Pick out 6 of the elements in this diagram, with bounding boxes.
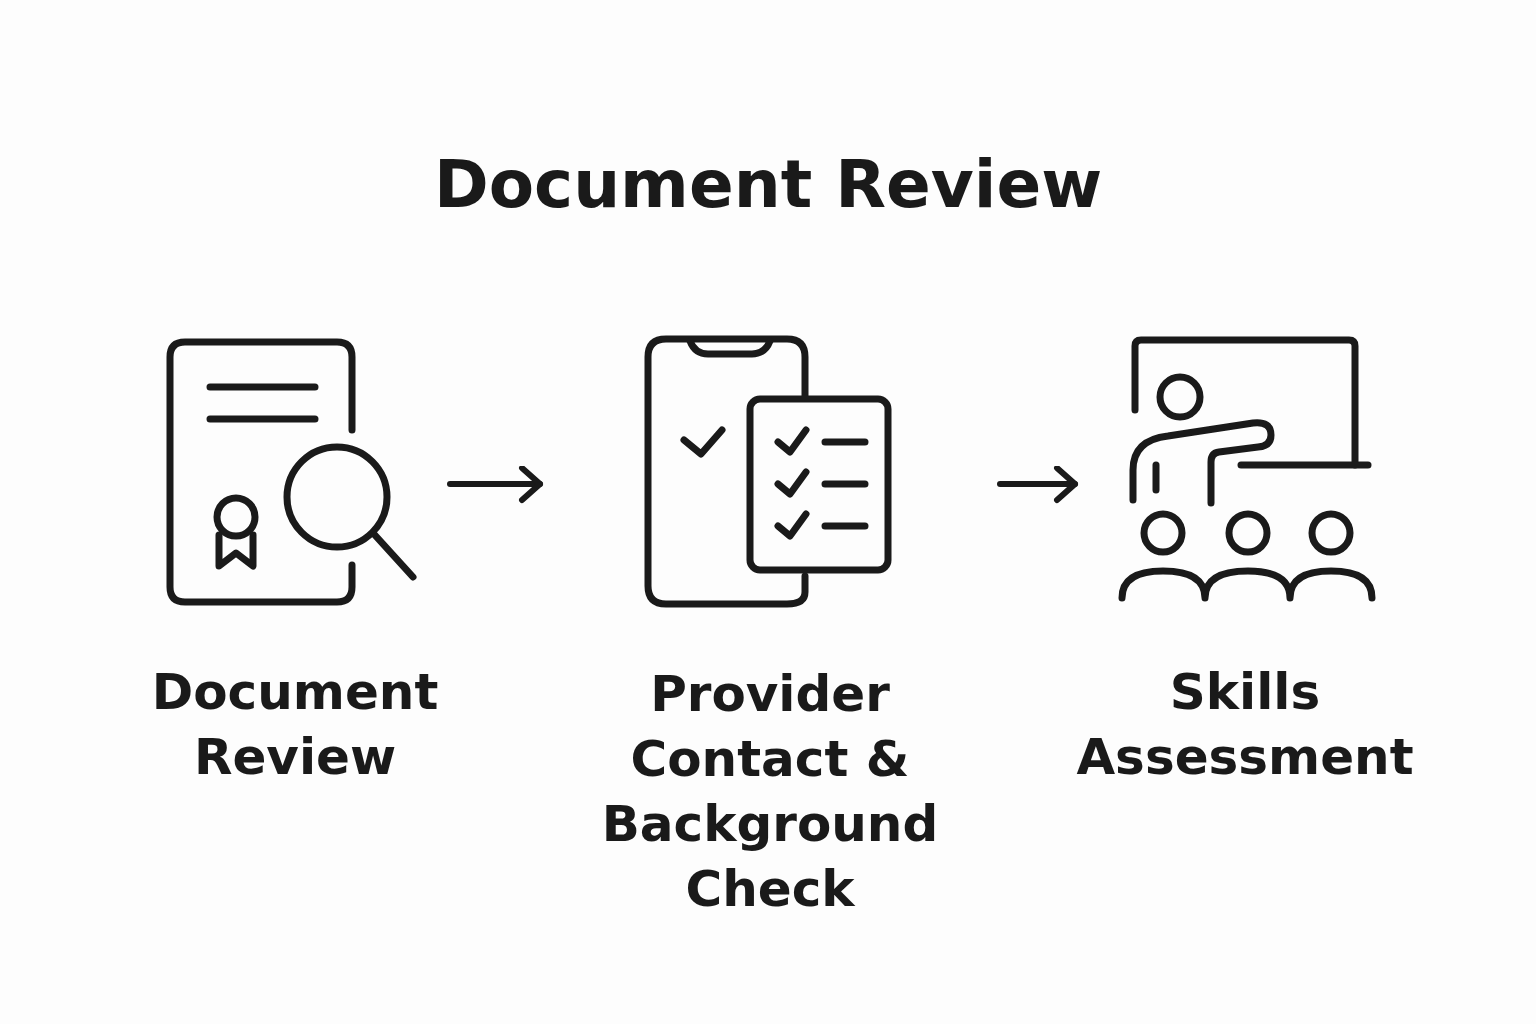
- step-label: Provider Contact & Background Check: [600, 664, 940, 920]
- step-label: Skills Assessment: [1076, 662, 1414, 788]
- arrow: [997, 465, 1078, 503]
- step-label: Document Review: [150, 662, 440, 788]
- arrow: [447, 465, 543, 503]
- diagram-title: Document Review: [432, 145, 1104, 225]
